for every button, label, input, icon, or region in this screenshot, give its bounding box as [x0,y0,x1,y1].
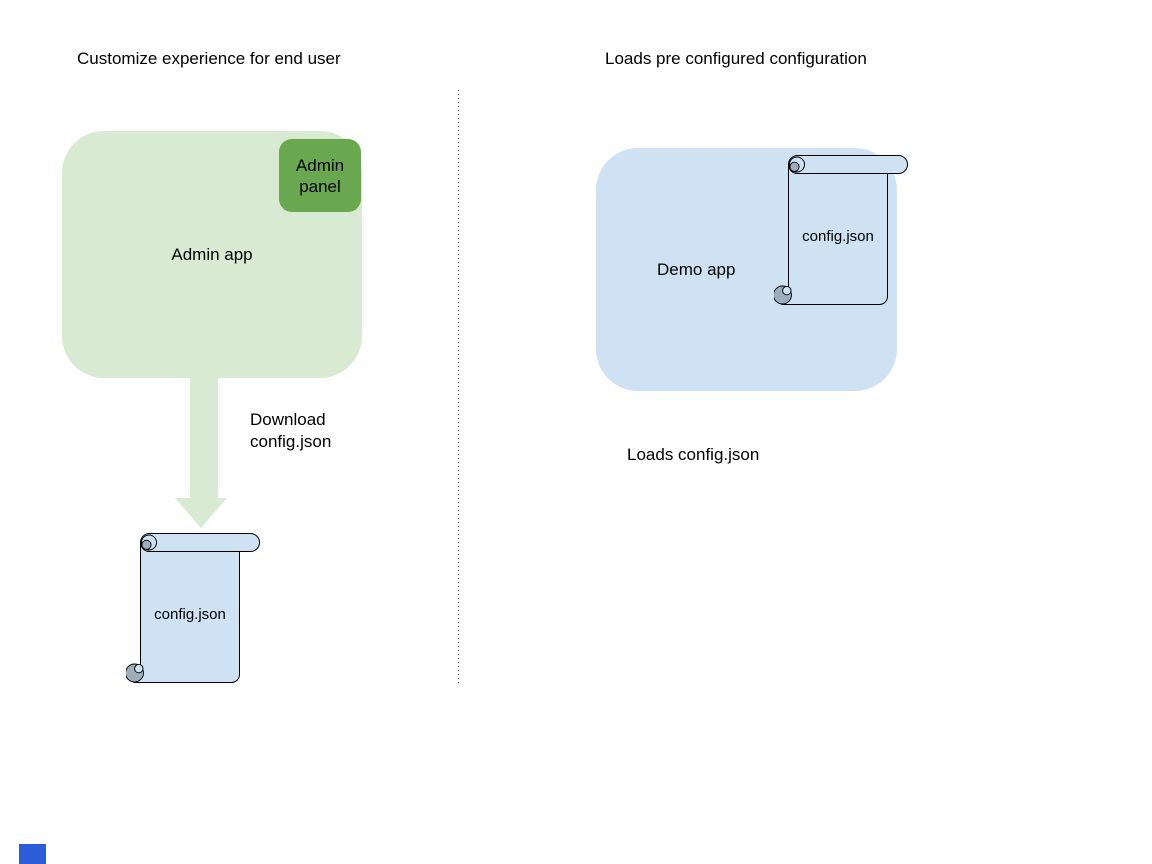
corner-blue-square [19,844,46,864]
scroll-document-icon [125,533,260,683]
config-json-label-left: config.json [154,606,226,623]
admin-panel-box[interactable]: Admin panel [279,139,361,212]
block-arrow-down-icon [175,377,227,528]
section-divider [458,90,459,686]
config-json-label-right: config.json [802,228,874,245]
demo-app-label: Demo app [657,260,736,279]
config-json-scroll-right[interactable]: config.json [773,153,910,309]
config-json-scroll-left[interactable]: config.json [125,531,262,687]
scroll-document-icon [773,155,908,305]
loads-config-caption: Loads config.json [627,445,760,464]
right-section-title: Loads pre configured configuration [605,49,867,68]
download-arrow-label: Download config.json [250,410,332,451]
left-section-title: Customize experience for end user [77,49,341,68]
admin-app-label: Admin app [171,244,253,264]
admin-panel-label: Admin panel [295,155,345,196]
